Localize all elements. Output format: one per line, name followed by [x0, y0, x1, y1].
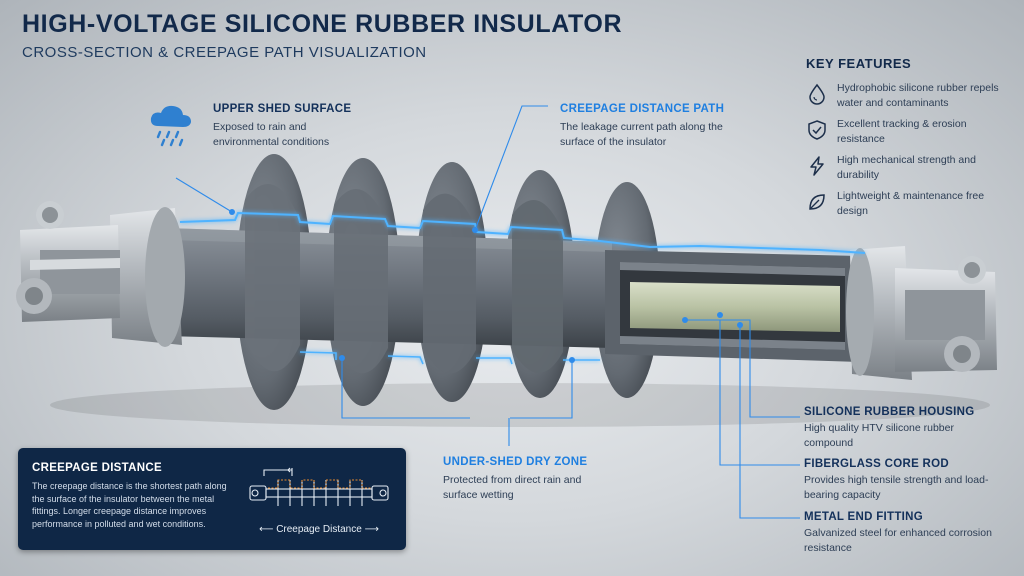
key-features-panel: KEY FEATURES Hydrophobic silicone rubber…	[806, 56, 1011, 225]
water-drop-icon	[809, 83, 825, 105]
right-end-fitting	[846, 246, 997, 380]
callout-title: METAL END FITTING	[804, 511, 924, 523]
key-feature-text: High mechanical strength and durability	[837, 154, 976, 181]
callout-desc: Exposed to rain and environmental condit…	[213, 121, 330, 148]
callout-title: SILICONE RUBBER HOUSING	[804, 406, 975, 418]
arrow-right-icon: ⟶	[361, 524, 379, 535]
callout-desc: Provides high tensile strength and load-…	[804, 474, 989, 501]
key-feature-item: High mechanical strength and durability	[806, 153, 1011, 191]
lightning-icon	[810, 156, 824, 176]
key-feature-item: Lightweight & maintenance free design	[806, 189, 1011, 227]
callout-desc: The leakage current path along the surfa…	[560, 121, 723, 148]
left-end-fitting	[16, 201, 185, 347]
leaf-icon	[809, 194, 825, 210]
fiberglass-rod	[630, 282, 840, 332]
creepage-caption-text: Creepage Distance	[276, 524, 362, 535]
creepage-info-box: CREEPAGE DISTANCE The creepage distance …	[18, 448, 406, 550]
page-subtitle: CROSS-SECTION & CREEPAGE PATH VISUALIZAT…	[22, 44, 427, 61]
callout-housing: SILICONE RUBBER HOUSING High quality HTV…	[804, 406, 1004, 451]
callout-title: UNDER-SHED DRY ZONE	[443, 456, 588, 468]
mini-insulator-diagram	[249, 467, 389, 506]
callout-upper-shed: UPPER SHED SURFACE Exposed to rain and e…	[213, 103, 363, 150]
page-title: HIGH-VOLTAGE SILICONE RUBBER INSULATOR	[22, 10, 623, 38]
creepage-glow-path	[179, 211, 866, 254]
callout-desc: High quality HTV silicone rubber compoun…	[804, 422, 954, 449]
key-features-heading: KEY FEATURES	[806, 56, 912, 71]
callout-under-shed: UNDER-SHED DRY ZONE Protected from direc…	[443, 456, 593, 503]
callout-end-fitting: METAL END FITTING Galvanized steel for e…	[804, 511, 1004, 556]
callout-core-rod: FIBERGLASS CORE ROD Provides high tensil…	[804, 458, 1004, 503]
key-feature-item: Excellent tracking & erosion resistance	[806, 117, 1011, 155]
shield-check-icon	[808, 120, 826, 140]
callout-desc: Protected from direct rain and surface w…	[443, 474, 582, 501]
callout-title: UPPER SHED SURFACE	[213, 103, 352, 115]
key-feature-text: Hydrophobic silicone rubber repels water…	[837, 82, 999, 109]
key-feature-text: Excellent tracking & erosion resistance	[837, 118, 967, 145]
creepage-box-text: The creepage distance is the shortest pa…	[32, 481, 227, 529]
creepage-caption: ⟵ Creepage Distance ⟶	[246, 524, 392, 535]
key-feature-text: Lightweight & maintenance free design	[837, 190, 985, 217]
key-feature-item: Hydrophobic silicone rubber repels water…	[806, 81, 1011, 119]
creepage-box-title: CREEPAGE DISTANCE	[32, 462, 162, 474]
callout-title: FIBERGLASS CORE ROD	[804, 458, 949, 470]
callout-creepage-path: CREEPAGE DISTANCE PATH The leakage curre…	[560, 103, 740, 150]
callout-title: CREEPAGE DISTANCE PATH	[560, 103, 725, 115]
rain-cloud-icon	[150, 105, 191, 147]
arrow-left-icon: ⟵	[259, 524, 277, 535]
callout-desc: Galvanized steel for enhanced corrosion …	[804, 527, 992, 554]
